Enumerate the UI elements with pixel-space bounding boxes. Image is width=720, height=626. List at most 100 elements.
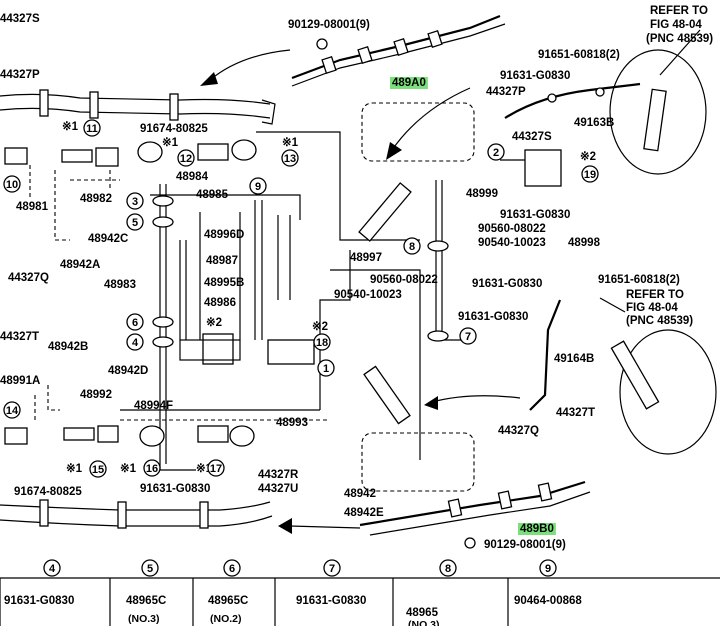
legend-number-6: 6 [223,559,241,577]
callout-fig-48-04: FIG 48-04 [650,19,702,31]
callout-48991a: 48991A [0,375,40,387]
callout-48942e: 48942E [344,507,384,519]
circle-number: 16 [146,463,158,475]
circle-outline [89,460,107,478]
callout--2: ※2 [312,320,328,333]
legend-number-7: 7 [323,559,341,577]
legend-part: 91631-G0830 [4,595,74,607]
callout-48942c: 48942C [88,233,128,245]
callout-48942a: 48942A [60,259,100,271]
strut-lower-center [363,365,411,425]
circled-ref-5: 5 [126,213,144,231]
solenoid-16-17 [197,425,229,443]
clip-oval-3 [152,195,174,207]
callout-44327u: 44327U [258,483,298,495]
callout-44327t: 44327T [0,331,39,343]
callout--pnc-48539-: (PNC 48539) [646,33,713,45]
callout-48993: 48993 [276,417,308,429]
callout--1: ※1 [120,462,137,475]
clip-oval-7 [427,330,449,342]
valve-48982-a [61,149,93,163]
circle-number: 6 [229,563,235,575]
circle-number: 17 [210,463,222,475]
circle-number: 14 [6,405,19,417]
callout-refer-to: REFER TO [626,289,684,301]
callout-48998: 48998 [568,237,601,249]
bolt-90129-bot [464,537,476,549]
circled-ref-12: 12 [177,149,195,167]
circle-number: 8 [445,563,451,575]
clip-oval-8 [427,240,449,252]
circle-number: 12 [180,153,192,165]
legend-table [0,577,720,626]
callout-44327s: 44327S [0,13,40,25]
rail-489b0 [359,480,591,536]
callout-48981: 48981 [16,201,49,213]
line-13-right [256,131,420,241]
callout-91631-g0830: 91631-G0830 [472,278,542,290]
callout-48984: 48984 [176,171,209,183]
circle-outline [313,333,331,351]
strut-top [643,88,667,152]
clip-oval-5 [152,216,174,228]
legend-part: 48965 [406,607,439,619]
arrow-curve-top-left [209,49,291,81]
circled-ref-9: 9 [249,177,267,195]
callout-48994f: 48994F [134,400,173,412]
circled-ref-4: 4 [126,333,144,351]
callout-90129-08001-9-: 90129-08001(9) [484,539,566,551]
circle-number: 4 [49,563,56,575]
clip-oval-6 [152,316,174,328]
dashed-outline-bottom [361,432,475,492]
circle-outline [539,559,557,577]
callout-91631-g0830: 91631-G0830 [500,209,570,221]
circled-ref-14: 14 [3,401,21,419]
leader-refer-top [659,29,701,76]
circle-number: 1 [323,363,329,375]
callout-91631-g0830: 91631-G0830 [458,311,528,323]
callout-refer-to: REFER TO [650,5,708,17]
circle-number: 5 [147,563,153,575]
callout-44327p: 44327P [0,69,40,81]
valve-48992-b [97,425,119,443]
callout-48983: 48983 [104,279,136,291]
circle-number: 3 [132,196,138,208]
detail-circle-mid [619,329,717,455]
actuator-48986 [202,333,234,365]
callout-489a0: 489A0 [392,77,426,89]
circle-number: 6 [132,317,138,329]
circle-outline [317,359,335,377]
arrow-curve-lower [431,395,521,403]
arrow-head-center [386,142,402,160]
callout--pnc-48539-: (PNC 48539) [626,315,693,327]
highlight-marker [390,77,428,89]
circle-number: 5 [132,217,138,229]
dashed-outline-top [361,102,475,162]
pipe-49164b [529,299,562,411]
circled-ref-6: 6 [126,313,144,331]
circle-outline [43,559,61,577]
circled-ref-18: 18 [313,333,331,351]
legend-part: 48965C [208,595,248,607]
callout-90540-10023: 90540-10023 [478,237,546,249]
circle-number: 2 [493,147,499,159]
circle-outline [281,149,299,167]
callout-90129-08001-9-: 90129-08001(9) [288,19,370,31]
leader-refer-mid [599,297,626,313]
legend-note: (NO.3) [128,613,160,625]
circle-number: 4 [132,337,139,349]
circled-ref-13: 13 [281,149,299,167]
detail-circle-top [609,49,707,175]
front-frame-rail [0,89,276,125]
legend-part: 90464-00868 [514,595,582,607]
sensor-10 [4,147,28,165]
circle-number: 8 [409,241,415,253]
circle-outline [143,459,161,477]
circle-number: 15 [92,464,104,476]
circle-outline [126,213,144,231]
circle-number: 7 [465,331,471,343]
circled-ref-3: 3 [126,192,144,210]
circle-number: 19 [584,169,596,181]
